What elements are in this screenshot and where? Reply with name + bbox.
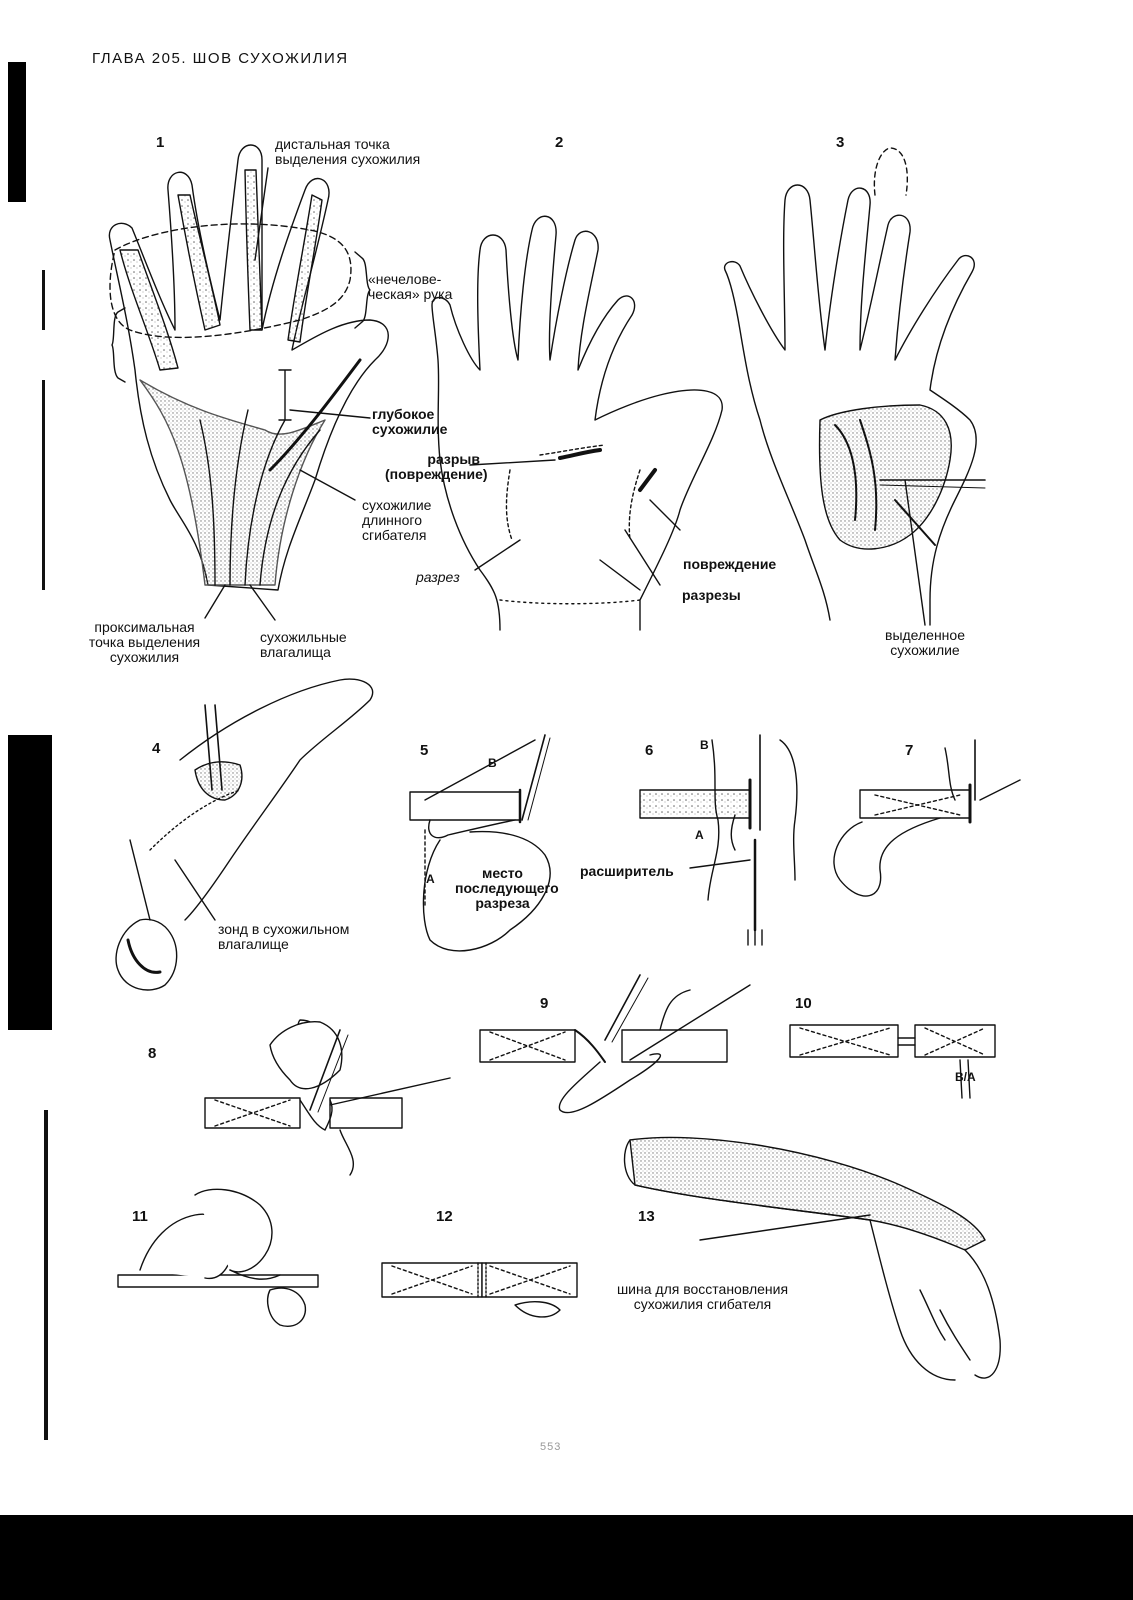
figure-6-dilator xyxy=(639,734,798,946)
figure-number-7: 7 xyxy=(905,742,914,759)
letter-a-fig6: A xyxy=(695,828,704,842)
letter-b-fig6: B xyxy=(700,738,709,752)
label-probe: зонд в сухожильном влагалище xyxy=(218,921,350,952)
figure-number-1: 1 xyxy=(156,134,165,151)
figure-13-arm-splint xyxy=(623,1136,1001,1381)
label-incision: разрез xyxy=(416,569,460,585)
figure-1-hand-tendons xyxy=(108,144,389,621)
figure-number-4: 4 xyxy=(152,740,161,757)
letter-b-fig5: B xyxy=(488,756,497,770)
figure-2-palm-incisions xyxy=(431,215,723,631)
figure-number-9: 9 xyxy=(540,995,549,1012)
figure-3-palm-opened xyxy=(723,147,986,626)
figure-number-3: 3 xyxy=(836,134,845,151)
label-sheaths: сухожильные влагалища xyxy=(260,629,347,660)
chapter-title: ГЛАВА 205. ШОВ СУХОЖИЛИЯ xyxy=(92,50,349,67)
scan-line-2 xyxy=(42,380,45,590)
figure-number-5: 5 xyxy=(420,742,429,759)
label-dilator: расширитель xyxy=(580,863,674,879)
label-isolated-tendon: выделенное сухожилие xyxy=(885,627,965,658)
letter-a-fig5: A xyxy=(426,872,435,886)
page-number: 553 xyxy=(540,1441,562,1453)
figure-5-tendon-cut xyxy=(409,734,551,952)
figure-8-tendon-ends xyxy=(204,1019,451,1176)
label-proximal-point: проксимальная точка выделения сухожилия xyxy=(88,619,201,665)
figure-number-8: 8 xyxy=(148,1045,157,1062)
figure-11-fingers-tying xyxy=(117,1188,319,1327)
label-rupture: разрыв (повреждение) xyxy=(385,451,488,482)
figure-number-10: 10 xyxy=(795,995,812,1012)
scan-line-1 xyxy=(42,270,45,330)
label-long-flexor: сухожилие длинного сгибателя xyxy=(362,497,432,543)
scan-edge-top xyxy=(8,62,26,202)
figure-10-tendon-sutured xyxy=(789,1024,996,1099)
scan-edge-bottom xyxy=(0,1515,1133,1600)
label-deep-tendon: глубокое сухожилие xyxy=(372,406,448,437)
label-next-cut: место последующего разреза xyxy=(455,865,559,911)
label-splint: шина для восстановления сухожилия сгибат… xyxy=(616,1281,789,1312)
label-distal-point: дистальная точка выделения сухожилия xyxy=(275,136,421,167)
label-no-mans-hand: «нечелове-ческая» рука xyxy=(368,271,453,302)
letters-ba-fig10: B/A xyxy=(955,1070,976,1084)
scan-edge-middle xyxy=(8,735,52,1030)
figure-number-13: 13 xyxy=(638,1208,655,1225)
figure-9-tendon-joining xyxy=(479,974,751,1114)
figure-number-11: 11 xyxy=(132,1208,148,1225)
figure-12-tendon-repaired xyxy=(381,1262,578,1318)
label-damage: повреждение xyxy=(683,556,777,572)
figure-number-2: 2 xyxy=(555,134,564,151)
scan-line-3 xyxy=(44,1110,48,1440)
figure-7-tendon-suture xyxy=(833,739,1021,897)
label-incisions: разрезы xyxy=(682,587,741,603)
figure-number-12: 12 xyxy=(436,1208,453,1225)
figure-4-finger-probe xyxy=(115,678,374,991)
figure-number-6: 6 xyxy=(645,742,654,759)
